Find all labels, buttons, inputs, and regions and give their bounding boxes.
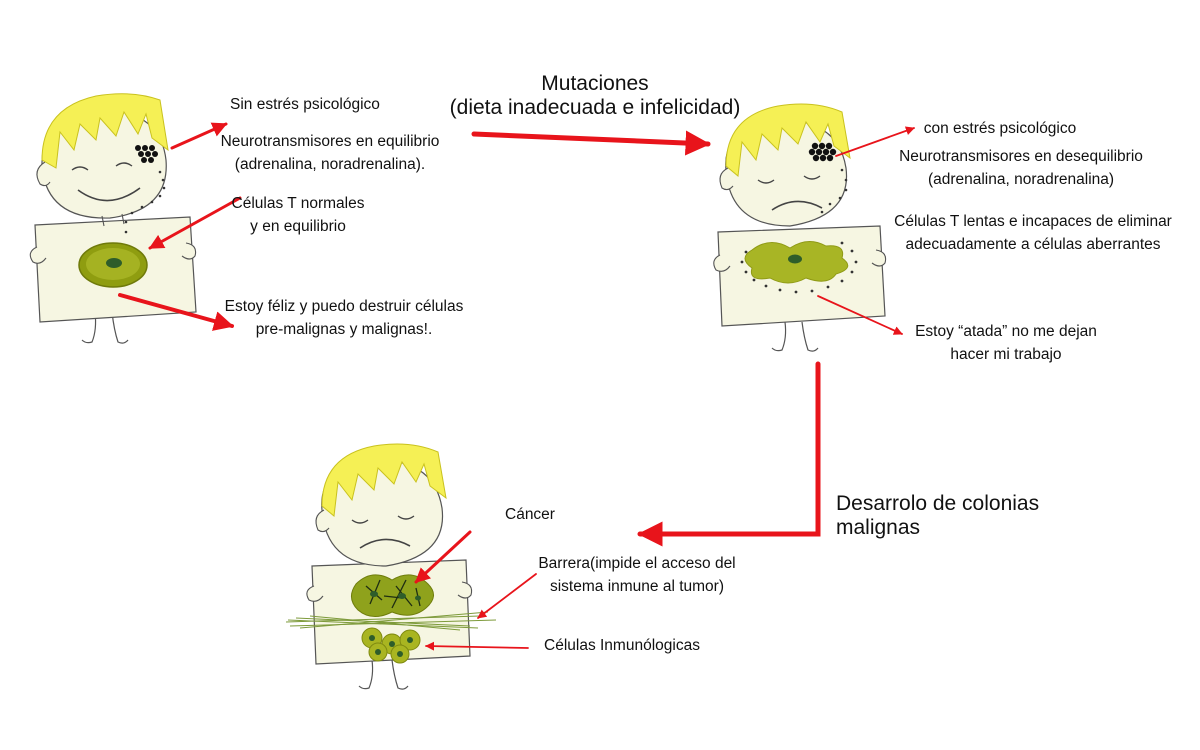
cancer-frown: [359, 538, 411, 549]
happy-smile: [77, 187, 141, 202]
cancer-pointer: [414, 530, 472, 584]
cancer-left-eye: [351, 519, 369, 524]
colonies-arrow: [637, 361, 821, 547]
happy-neuro-label: Neurotransmisores en equilibrio (adrenal…: [210, 130, 450, 177]
sad-right-eye: [803, 175, 821, 180]
sad-tcells-line2: adecuadamente a células aberrantes: [905, 236, 1161, 254]
sad-quote-line1: Estoy “atada” no me dejan: [915, 323, 1097, 340]
sad-left-hand: [713, 254, 731, 272]
sad-stress-label: con estrés psicológico: [923, 120, 1077, 137]
happy-left-hand: [29, 246, 47, 264]
happy-nerve-dots: [124, 170, 166, 234]
happy-hair: [41, 93, 169, 169]
happy-stress-pointer: [170, 122, 228, 150]
barrier-pointer: [477, 573, 537, 619]
sad-neuro-label: Neurotransmisores en desequilibrio (adre…: [896, 145, 1146, 192]
arrows: [118, 122, 915, 651]
sad-quote-line2: hacer mi trabajo: [950, 346, 1062, 364]
happy-cell-icon: [78, 242, 148, 288]
sad-neuron-cluster-icon: [808, 142, 837, 162]
sad-left-ear: [719, 167, 734, 191]
immune-cells-icon: [361, 627, 421, 664]
mutation-title-line1: Mutaciones: [541, 72, 649, 95]
happy-neck: [101, 213, 125, 227]
cancer-label: Cáncer: [505, 506, 555, 523]
happy-neuro-line2: (adrenalina, noradrenalina).: [234, 156, 426, 174]
sad-stress-pointer: [835, 126, 915, 157]
happy-quote-pointer: [118, 293, 234, 331]
happy-left-ear: [36, 161, 51, 187]
happy-neuro-line1: Neurotransmisores en equilibrio: [220, 133, 440, 150]
barrier-line2: sistema inmune al tumor): [549, 578, 724, 596]
happy-right-hand: [181, 242, 197, 260]
figure-sad: [713, 103, 887, 352]
happy-tcells-pointer: [148, 196, 242, 250]
sad-left-eye: [757, 179, 775, 184]
happy-neuron-cluster-icon: [135, 145, 158, 163]
sad-legs: [771, 321, 819, 352]
tumor-icon: [351, 574, 434, 617]
cancer-left-ear: [315, 509, 330, 533]
immune-pointer: [425, 641, 529, 651]
sad-tcells-line1: Células T lentas e incapaces de eliminar: [894, 213, 1172, 230]
happy-quote-label: Estoy féliz y puedo destruir células pre…: [214, 295, 474, 342]
colonies-title-line1: Desarrolo de colonias: [836, 492, 1040, 515]
happy-right-eye: [115, 162, 133, 167]
colonies-title: Desarrolo de colonias malignas: [836, 492, 1039, 540]
happy-tcells-line2: y en equilibrio: [250, 218, 346, 236]
cancer-right-eye: [397, 515, 415, 520]
happy-legs: [81, 311, 129, 344]
sad-chain-dots: [740, 241, 858, 294]
happy-quote-line1: Estoy féliz y puedo destruir células: [224, 298, 464, 315]
barrier-icon: [285, 611, 497, 631]
colonies-title-line2: malignas: [836, 516, 921, 540]
sad-hair: [725, 103, 851, 177]
sad-cell-icon: [744, 241, 849, 284]
happy-tcells-label: Células T normales y en equilibrio: [228, 192, 368, 239]
barrier-label: Barrera(impide el acceso del sistema inm…: [532, 552, 742, 599]
cancer-right-hand: [457, 581, 473, 599]
happy-quote-line2: pre-malignas y malignas!.: [255, 321, 433, 339]
sad-tcells-label: Células T lentas e incapaces de eliminar…: [888, 210, 1178, 257]
cancer-legs: [358, 659, 409, 690]
mutation-arrow: [471, 130, 711, 156]
sad-right-hand: [871, 249, 887, 267]
sad-neuro-line1: Neurotransmisores en desequilibrio: [899, 148, 1143, 165]
sad-frown: [771, 200, 823, 211]
immune-label: Células Inmunólogicas: [544, 637, 700, 654]
sad-neuro-line2: (adrenalina, noradrenalina): [927, 171, 1115, 189]
happy-stress-label: Sin estrés psicológico: [230, 96, 380, 113]
barrier-line1: Barrera(impide el acceso del: [538, 555, 736, 572]
sad-nerve-dots: [820, 168, 848, 214]
happy-tcells-line1: Células T normales: [231, 195, 365, 212]
sad-quote-pointer: [817, 295, 903, 335]
mutation-title-line2: (dieta inadecuada e infelicidad): [449, 96, 741, 120]
figure-cancer: [285, 443, 497, 690]
figure-happy: [29, 93, 197, 344]
cancer-left-hand: [306, 585, 324, 602]
happy-left-eye: [71, 166, 89, 171]
mutation-title: Mutaciones (dieta inadecuada e infelicid…: [420, 72, 770, 120]
sad-quote-label: Estoy “atada” no me dejan hacer mi traba…: [906, 320, 1106, 367]
cancer-hair: [321, 443, 447, 517]
